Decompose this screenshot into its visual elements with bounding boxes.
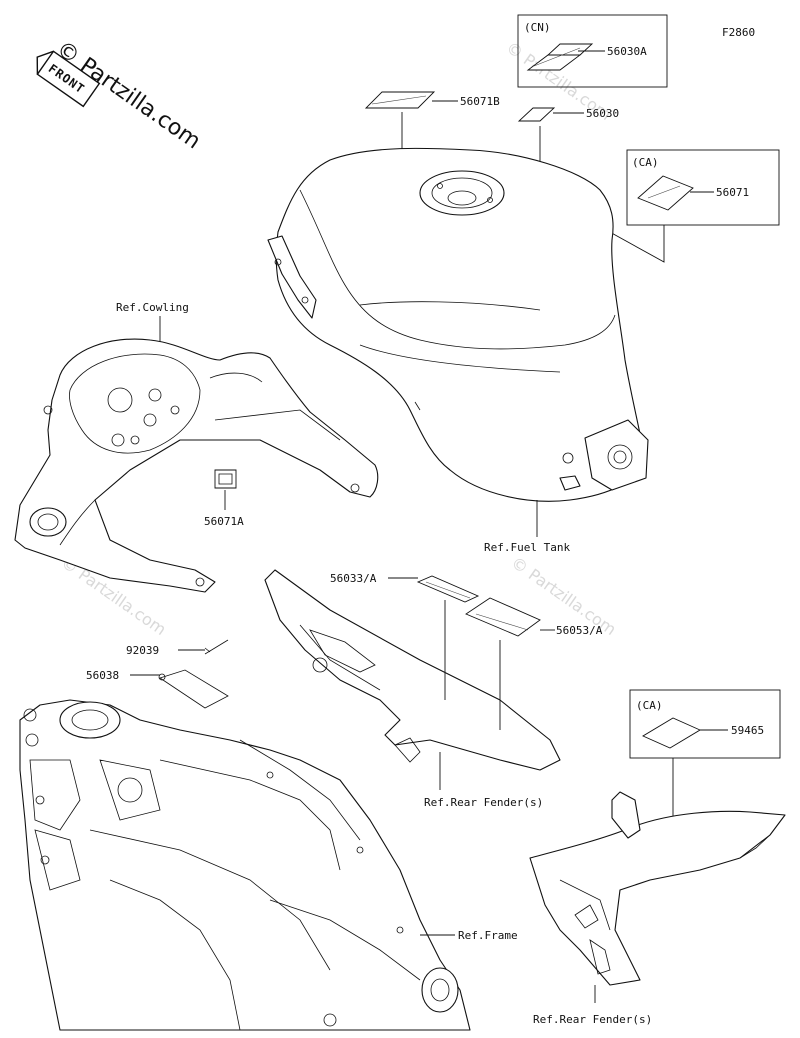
callout-56071A: 56071A bbox=[204, 515, 244, 528]
region-tag-ca-2: (CA) bbox=[636, 699, 663, 712]
callout-56030A: 56030A bbox=[607, 45, 647, 58]
cn-box: (CN) 56030A bbox=[517, 14, 668, 88]
rear-fender: Ref.Rear Fender(s) bbox=[529, 791, 786, 1026]
ref-fuel-tank: Ref.Fuel Tank bbox=[484, 541, 570, 554]
figure-code: F2860 bbox=[722, 26, 755, 39]
partzilla-logo: © Partzilla.com FRONT bbox=[36, 36, 205, 154]
frame: Ref.Frame bbox=[19, 699, 518, 1031]
callout-56071B: 56071B bbox=[460, 95, 500, 108]
ref-cowling: Ref.Cowling bbox=[116, 301, 189, 314]
ref-rear-fender-1: Ref.Rear Fender(s) bbox=[424, 796, 543, 809]
ca-box-2: (CA) 59465 bbox=[629, 689, 781, 845]
cowling: Ref.Cowling 56071A bbox=[14, 301, 379, 593]
callout-56030: 56030 bbox=[586, 107, 619, 120]
front-badge: FRONT bbox=[36, 50, 101, 108]
fuel-tank: Ref.Fuel Tank bbox=[267, 147, 649, 554]
callout-92039: 92039 bbox=[126, 644, 159, 657]
callout-59465: 59465 bbox=[731, 724, 764, 737]
region-tag-cn: (CN) bbox=[524, 21, 551, 34]
callout-56053A: 56053/A bbox=[556, 624, 603, 637]
chain-cover: 56033/A 56053/A Ref.Rear Fender(s) bbox=[264, 569, 603, 809]
sticker-56030: 56030 bbox=[517, 107, 619, 285]
small-parts: 92039 56038 bbox=[86, 639, 229, 709]
ref-frame: Ref.Frame bbox=[458, 929, 518, 942]
callout-56033A: 56033/A bbox=[330, 572, 377, 585]
ref-rear-fender-2: Ref.Rear Fender(s) bbox=[533, 1013, 652, 1026]
ca-box-1: (CA) 56071 bbox=[569, 149, 780, 305]
callout-56071: 56071 bbox=[716, 186, 749, 199]
callout-56038: 56038 bbox=[86, 669, 119, 682]
region-tag-ca-1: (CA) bbox=[632, 156, 659, 169]
